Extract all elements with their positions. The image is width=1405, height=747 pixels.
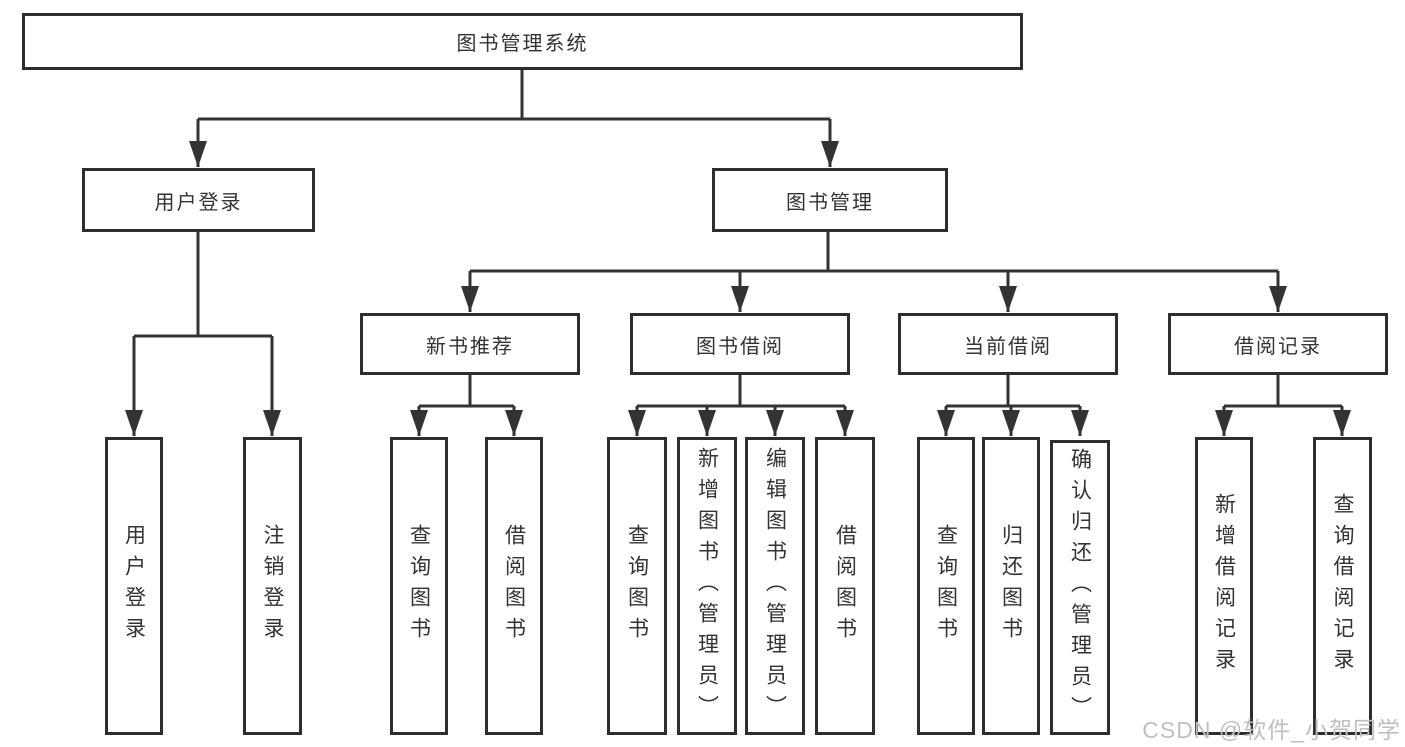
leaf-cb-query-books: 查询图书 xyxy=(917,437,975,735)
leaf-bb-query-books: 查询图书 xyxy=(607,437,667,735)
node-user-login-label: 用户登录 xyxy=(154,191,243,214)
leaf-nbr-borrow-books: 借阅图书 xyxy=(485,437,543,735)
leaf-user-login-label: 用户登录 xyxy=(122,524,146,648)
leaf-bb-edit-books-label: 编辑图书（管理员） xyxy=(763,446,787,726)
leaf-logout: 注销登录 xyxy=(243,437,302,735)
leaf-bb-add-books-label: 新增图书（管理员） xyxy=(695,446,719,726)
leaf-nbr-query-books-label: 查询图书 xyxy=(407,524,431,648)
leaf-br-query-record-label: 查询借阅记录 xyxy=(1331,493,1354,679)
leaf-bb-borrow-books: 借阅图书 xyxy=(815,437,875,735)
leaf-bb-edit-books: 编辑图书（管理员） xyxy=(745,437,805,735)
node-new-book-recommend: 新书推荐 xyxy=(360,313,580,375)
node-book-borrowing: 图书借阅 xyxy=(630,313,850,375)
csdn-watermark: CSDN @软件_小贺同学 xyxy=(1142,717,1401,743)
node-user-login: 用户登录 xyxy=(82,168,315,232)
node-current-borrowing-label: 当前借阅 xyxy=(964,335,1052,358)
node-root: 图书管理系统 xyxy=(22,13,1023,70)
node-borrowing-records: 借阅记录 xyxy=(1168,313,1388,375)
node-borrowing-records-label: 借阅记录 xyxy=(1234,335,1322,358)
leaf-bb-borrow-books-label: 借阅图书 xyxy=(833,524,857,648)
leaf-cb-confirm-return-label: 确认归还（管理员） xyxy=(1068,448,1092,727)
leaf-nbr-borrow-books-label: 借阅图书 xyxy=(502,524,526,648)
node-book-borrowing-label: 图书借阅 xyxy=(696,335,784,358)
leaf-cb-query-books-label: 查询图书 xyxy=(934,524,958,648)
leaf-nbr-query-books: 查询图书 xyxy=(390,437,448,735)
node-root-label: 图书管理系统 xyxy=(456,33,589,55)
node-book-management: 图书管理 xyxy=(712,168,948,232)
node-current-borrowing: 当前借阅 xyxy=(898,313,1118,375)
leaf-cb-return-books-label: 归还图书 xyxy=(999,524,1023,648)
leaf-user-login: 用户登录 xyxy=(105,437,163,735)
leaf-bb-add-books: 新增图书（管理员） xyxy=(677,437,737,735)
leaf-br-add-record-label: 新增借阅记录 xyxy=(1212,493,1236,679)
leaf-br-add-record: 新增借阅记录 xyxy=(1195,437,1253,735)
leaf-logout-label: 注销登录 xyxy=(261,524,284,648)
leaf-br-query-record: 查询借阅记录 xyxy=(1313,437,1372,735)
node-book-management-label: 图书管理 xyxy=(786,191,874,214)
leaf-cb-return-books: 归还图书 xyxy=(982,437,1040,735)
leaf-bb-query-books-label: 查询图书 xyxy=(625,524,649,648)
node-new-book-recommend-label: 新书推荐 xyxy=(426,335,514,358)
leaf-cb-confirm-return: 确认归还（管理员） xyxy=(1050,440,1110,735)
